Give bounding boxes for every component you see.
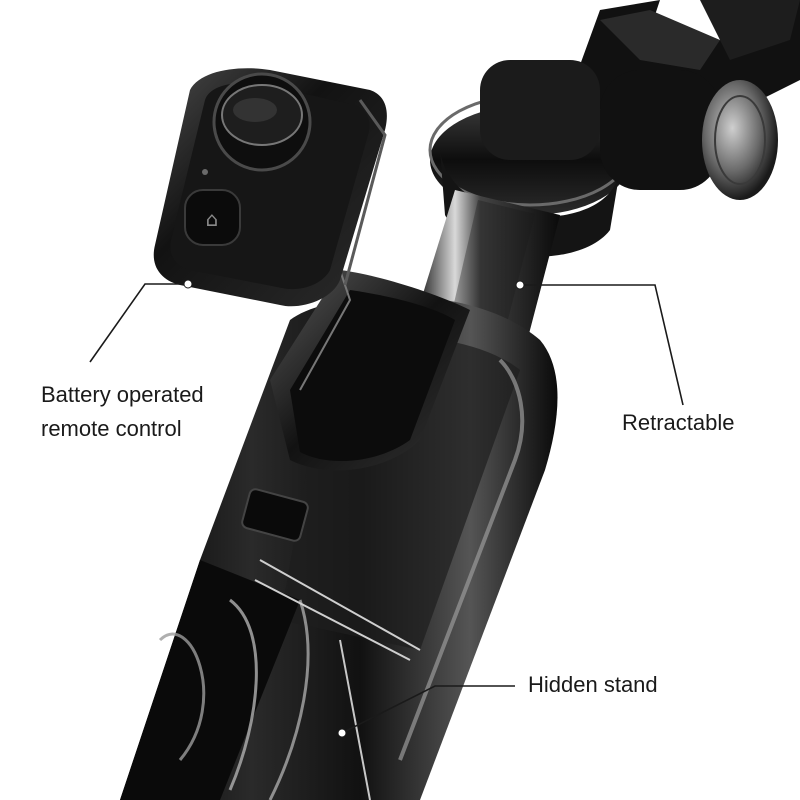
remote-control-label: Battery operated remote control bbox=[41, 378, 204, 446]
remote-label-line2: remote control bbox=[41, 416, 182, 441]
hidden-stand-legs bbox=[120, 559, 421, 800]
callout-lines bbox=[89, 283, 684, 734]
remote-control: ⌂ bbox=[153, 68, 387, 307]
camera-icon: ⌂ bbox=[206, 207, 219, 231]
hidden-stand-label: Hidden stand bbox=[528, 672, 658, 697]
remote-callout-line bbox=[89, 283, 188, 363]
clip-cradle bbox=[241, 269, 470, 542]
stand-callout-line bbox=[341, 685, 515, 734]
callout-dots bbox=[183, 279, 525, 738]
retractable-label: Retractable bbox=[622, 410, 735, 435]
rotating-head bbox=[428, 60, 778, 257]
remote-label-line1: Battery operated bbox=[41, 382, 204, 407]
stand-callout-dot bbox=[337, 728, 347, 738]
retractable-callout-dot bbox=[515, 280, 525, 290]
tilt-knob bbox=[702, 80, 778, 200]
remote-callout-dot bbox=[183, 279, 193, 289]
retractable-callout-line bbox=[520, 284, 684, 406]
shutter-button bbox=[184, 189, 241, 246]
